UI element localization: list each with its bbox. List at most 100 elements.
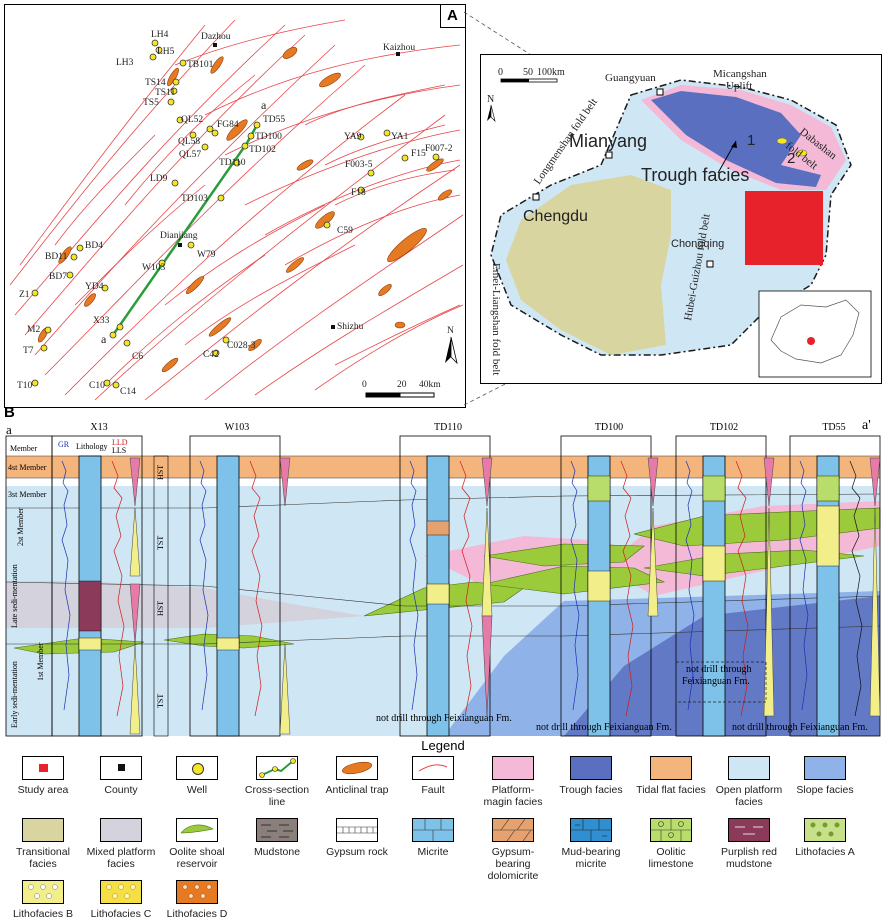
inset-place-label: Chongqing [671, 238, 724, 250]
map-well-label: TD55 [263, 115, 285, 125]
legend-swatch [804, 756, 846, 780]
cross-section-panel: B [4, 404, 882, 737]
north-label: N [447, 326, 454, 336]
legend-swatch [336, 756, 378, 780]
map-well-label: LD9 [150, 174, 168, 184]
map-well-label: QL58 [178, 137, 200, 147]
legend-item: Gypsum-bearing dolomicrite [478, 818, 548, 882]
legend-item: Anticlinal trap [322, 756, 392, 796]
section-end-a-start: a [101, 332, 107, 346]
scale-label: 40km [419, 380, 441, 390]
legend-item: Oolitic limestone [636, 818, 706, 870]
map-well-label: F18 [351, 188, 366, 198]
legend-swatch [22, 880, 64, 904]
map-well-label: C6 [132, 352, 143, 362]
map-well-label: C028-3 [227, 341, 256, 351]
well-name: W103 [224, 422, 250, 433]
legend-label: Slope facies [796, 784, 854, 796]
legend-label: Lithofacies D [166, 908, 228, 920]
legend-label: Cross-section line [244, 784, 310, 808]
member-label: 4st Member [8, 463, 47, 472]
col-head-lls: LLS [112, 446, 127, 455]
legend-item: Open platform facies [714, 756, 784, 808]
section-end-a-prime: a' [862, 418, 871, 433]
legend-label: Purplish red mudstone [720, 846, 778, 870]
map-well-label: YD4 [85, 282, 104, 292]
system-tract-label: HST [156, 464, 165, 480]
map-labels: LH4 LH5 LH3 TB101 TS14 TS11 TS5 QL52 FG8… [17, 30, 454, 397]
inset-scale-bar [500, 78, 558, 83]
map-well-label: TD103 [181, 194, 208, 204]
legend-label: Oolite shoal reservoir [169, 846, 225, 870]
legend-swatch [100, 818, 142, 842]
inset-scale-label: 0 [498, 67, 503, 78]
legend-swatch [256, 756, 298, 780]
legend-label: Mud-bearing micrite [561, 846, 621, 870]
legend-title: Legend [421, 738, 465, 753]
map-well-label: QL57 [179, 150, 201, 160]
member-label: 3st Member [8, 490, 47, 499]
map-well-label: C14 [120, 387, 136, 397]
undrilled-note: not drill through [686, 664, 752, 675]
cross-section [5, 435, 881, 737]
legend-item: Transitional facies [8, 818, 78, 870]
legend-label: County [104, 784, 138, 796]
map-well-label: BD11 [45, 252, 68, 262]
map-well-label: T10 [17, 381, 33, 391]
well-markers [31, 39, 440, 389]
legend-swatch [650, 818, 692, 842]
location-inset-map: 0 50 100km N Guangyuan Micangshan Uplift… [487, 67, 872, 378]
col-head-lith: Lithology [76, 442, 108, 451]
map-well-label: YA1 [391, 132, 409, 142]
member-label: Late sedi-mentation [10, 564, 19, 628]
panel-a-letter: A [447, 7, 458, 24]
map-well-label: C59 [337, 226, 353, 236]
well-name: X13 [90, 422, 108, 433]
map-well-label: LH3 [116, 58, 134, 68]
north-arrow-icon [445, 336, 458, 365]
well-name: TD110 [434, 422, 462, 433]
map-well-label: LH4 [151, 30, 169, 40]
legend-item: Micrite [398, 818, 468, 858]
legend-swatch [256, 818, 298, 842]
map-well-label: Z1 [19, 290, 30, 300]
legend-item: Study area [8, 756, 78, 796]
legend-label: Study area [17, 784, 69, 796]
legend-swatch [650, 756, 692, 780]
legend-swatch [412, 756, 454, 780]
inset-place-label: Uplift [726, 80, 752, 92]
location-inset-panel: 0 50 100km N Guangyuan Micangshan Uplift… [480, 54, 882, 384]
legend-swatch [728, 818, 770, 842]
map-well-label: C42 [203, 350, 219, 360]
panel-a-letter-box: A [440, 5, 465, 28]
legend-item: Platform-magin facies [478, 756, 548, 808]
member-column [5, 435, 53, 737]
county-label: Kaizhou [383, 43, 415, 53]
legend-item: County [86, 756, 156, 796]
legend-swatch [412, 818, 454, 842]
legend-item: Mudstone [242, 818, 312, 858]
legend-item: Gypsum rock [322, 818, 392, 858]
anticlinal-traps [37, 47, 453, 373]
county-markers [178, 43, 400, 329]
legend-label: Trough facies [559, 784, 623, 796]
legend-item: Lithofacies A [790, 818, 860, 858]
map-well-label: F007-2 [425, 144, 453, 154]
legend-label: Mudstone [253, 846, 301, 858]
map-well-label: TS11 [155, 88, 175, 98]
map-well-label: M2 [27, 325, 40, 335]
map-well-label: LH5 [157, 47, 175, 57]
legend-swatch [570, 756, 612, 780]
inset-place-label: Trough facies [641, 165, 749, 185]
map-well-label: W103 [142, 263, 165, 273]
county-label: Dazhou [201, 32, 231, 42]
map-well-label: BD4 [85, 241, 103, 251]
legend-item: Lithofacies D [162, 880, 232, 920]
map-well-label: F15 [411, 149, 426, 159]
county-label: Shizhu [337, 322, 364, 332]
system-tract-column [153, 455, 169, 737]
inset-place-label: Micangshan [713, 68, 767, 80]
legend-label: Open platform facies [715, 784, 783, 808]
map-well-label: FG84 [217, 120, 239, 130]
legend-label: Well [186, 784, 208, 796]
